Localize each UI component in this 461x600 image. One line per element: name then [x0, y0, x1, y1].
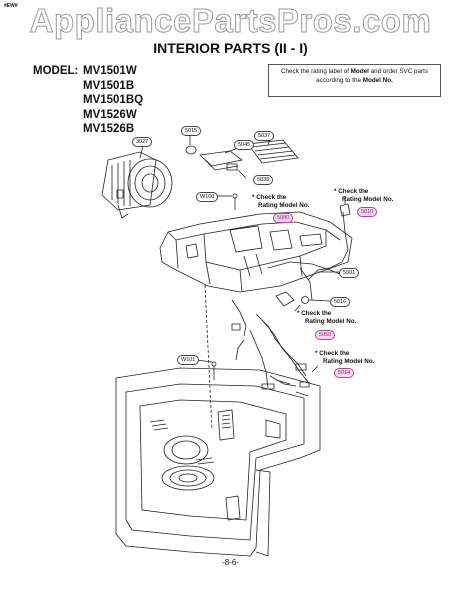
callout-5038: 5038 — [253, 175, 274, 185]
notice-emphasis: Model — [350, 68, 369, 75]
callout-3027: 3027 — [132, 137, 153, 147]
corner-mark: #EW# — [4, 3, 18, 9]
callout-5016: 5016 — [330, 297, 351, 307]
check-note-line: * Check the — [315, 350, 350, 357]
check-note-5014: * Check the Rating Model No. — [315, 350, 374, 365]
check-note-5010: * Check the Rating Model No. — [334, 188, 393, 203]
check-note-line: Rating Model No. — [258, 201, 310, 209]
wire-harness — [232, 292, 309, 389]
callout-5045: 5045 — [234, 140, 255, 150]
check-note-5050: * Check the Rating Model No. — [297, 310, 356, 325]
page-number: -8-6- — [222, 558, 239, 567]
check-note-line: Rating Model No. — [323, 357, 375, 365]
callout-5010: 5010 — [357, 207, 378, 217]
lamp-assembly — [186, 140, 298, 170]
callout-5001: 5001 — [339, 268, 360, 278]
callout-5080: 5080 — [273, 213, 294, 223]
callout-5050: 5050 — [315, 330, 336, 340]
watermark: AppliancePartsPros.com — [29, 2, 432, 40]
callout-5014: 5014 — [334, 368, 355, 378]
fan-motor-assembly — [102, 152, 172, 218]
model-item: MV1501W — [83, 65, 137, 77]
check-note-5080: * Check the Rating Model No. — [252, 194, 309, 209]
page-title: INTERIOR PARTS (II - I) — [153, 40, 308, 56]
model-item: MV1526B — [83, 123, 135, 135]
callout-5015: 5015 — [181, 126, 202, 136]
model-item: MV1526W — [83, 108, 137, 121]
rating-label-notice: Check the rating label of Model and orde… — [268, 64, 441, 97]
check-note-line: Rating Model No. — [342, 195, 394, 203]
notice-text: and order SVC parts according to the — [316, 68, 429, 84]
oven-cavity-frame — [116, 368, 320, 556]
notice-emphasis: Model No. — [362, 76, 393, 84]
check-note-line: * Check the — [334, 188, 369, 195]
check-note-line: Rating Model No. — [305, 317, 357, 325]
check-note-line: * Check the — [297, 310, 332, 317]
model-label: MODEL: — [33, 65, 79, 77]
model-item: MV1501BQ — [83, 94, 144, 106]
model-list: MODEL: MV1501W MV1501B MV1501BQ MV1526W … — [33, 64, 143, 137]
upper-chassis — [160, 212, 352, 292]
callout-w101: W101 — [177, 355, 200, 365]
callout-5037: 5037 — [254, 131, 275, 141]
model-item: MV1501B — [83, 79, 135, 92]
notice-text: Check the rating label of — [280, 68, 351, 75]
check-note-line: * Check the — [252, 194, 287, 201]
callout-w100: W100 — [196, 192, 219, 202]
